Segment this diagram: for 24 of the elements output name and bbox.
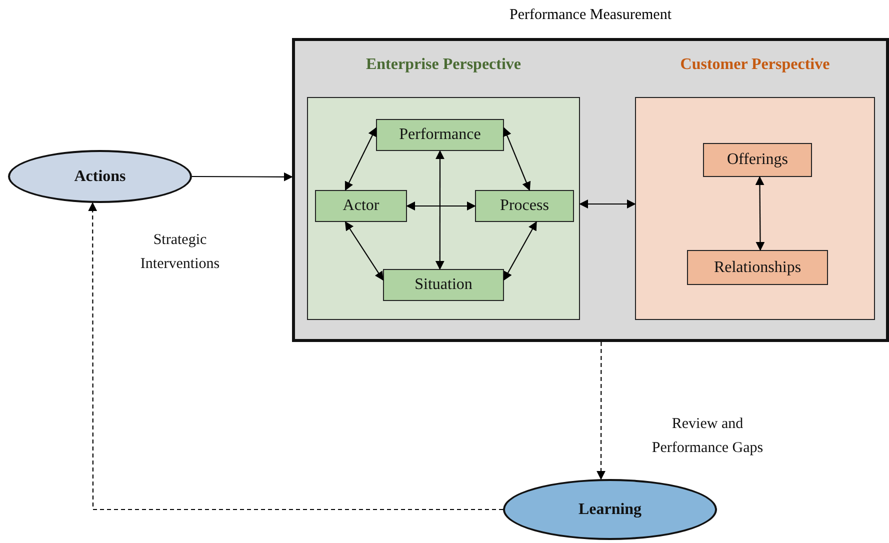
panel-heading: Enterprise Perspective <box>366 56 522 73</box>
arrow <box>344 221 384 281</box>
process-box: Performance <box>376 119 504 151</box>
process-box: Relationships <box>687 250 828 285</box>
ellipse-node: Actions <box>8 150 192 203</box>
arrow <box>435 150 444 270</box>
arrow <box>579 200 636 208</box>
arrow <box>344 127 376 191</box>
dashed-arrow <box>88 202 503 510</box>
panel-heading: Performance Measurement <box>509 7 672 23</box>
arrow <box>502 127 531 191</box>
arrow <box>504 221 537 281</box>
process-box: Offerings <box>703 143 812 177</box>
arrow <box>192 172 293 182</box>
arrow <box>755 176 765 251</box>
edge-label: Strategic Interventions <box>139 231 221 274</box>
process-box: Process <box>475 190 574 222</box>
process-box: Situation <box>383 269 504 301</box>
ellipse-node: Learning <box>503 479 717 540</box>
panel-heading: Customer Perspective <box>680 56 830 73</box>
edge-label: Review and Performance Gaps <box>650 415 764 458</box>
arrow <box>406 202 476 210</box>
process-box: Actor <box>315 190 407 222</box>
dashed-arrow <box>596 342 606 480</box>
